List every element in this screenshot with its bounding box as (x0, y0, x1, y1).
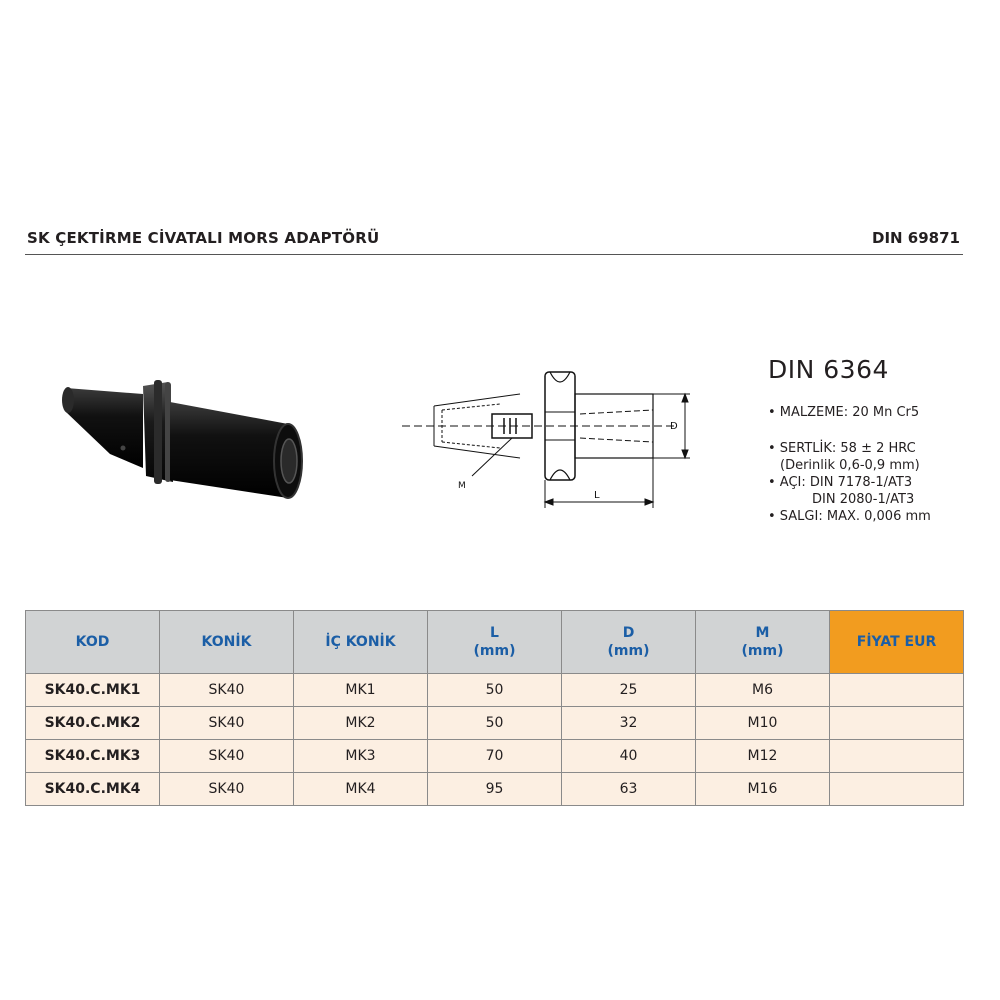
product-photo (62, 380, 303, 499)
cell-d: 63 (561, 772, 696, 806)
col-kod: KOD (25, 610, 160, 674)
col-d-unit: (mm) (607, 643, 650, 659)
cell-kod: SK40.C.MK4 (25, 772, 160, 806)
col-l-unit: (mm) (473, 643, 516, 659)
title-divider (25, 254, 963, 255)
cell-d: 40 (561, 739, 696, 773)
cell-kod: SK40.C.MK2 (25, 706, 160, 740)
spec-block: DIN 6364 • MALZEME: 20 Mn Cr5 • SERTLİK:… (768, 355, 993, 525)
table-row: SK40.C.MK1 SK40 MK1 50 25 M6 (25, 673, 964, 707)
spec-angle: • AÇI: DIN 7178-1/AT3 (768, 475, 913, 490)
drawing-label-d: D (670, 421, 678, 432)
cell-kod: SK40.C.MK1 (25, 673, 160, 707)
table-row: SK40.C.MK4 SK40 MK4 95 63 M16 (25, 772, 964, 806)
col-konik: KONİK (159, 610, 294, 674)
cell-m: M12 (695, 739, 830, 773)
cell-l: 50 (427, 673, 562, 707)
cell-m: M6 (695, 673, 830, 707)
col-d-label: D (622, 625, 635, 641)
standard-label: DIN 69871 (872, 229, 960, 247)
cell-konik: SK40 (159, 673, 294, 707)
drawing-label-m: M (458, 481, 466, 491)
technical-drawing: D L M (402, 371, 690, 508)
cell-d: 25 (561, 673, 696, 707)
cell-konik: SK40 (159, 739, 294, 773)
cell-konik: SK40 (159, 706, 294, 740)
table-row: SK40.C.MK3 SK40 MK3 70 40 M12 (25, 739, 964, 773)
col-m-label: M (755, 625, 770, 641)
cell-ic-konik: MK2 (293, 706, 428, 740)
col-l-label: L (490, 625, 499, 641)
spec-hardness: • SERTLİK: 58 ± 2 HRC (768, 441, 916, 456)
col-d: D (mm) (561, 610, 696, 674)
product-table: KOD KONİK İÇ KONİK L (mm) D (mm) M (mm) FİY… (25, 610, 964, 806)
cell-price (829, 739, 964, 773)
cell-l: 50 (427, 706, 562, 740)
cell-m: M16 (695, 772, 830, 806)
cell-price (829, 706, 964, 740)
cell-konik: SK40 (159, 772, 294, 806)
cell-l: 70 (427, 739, 562, 773)
col-l: L (mm) (427, 610, 562, 674)
spec-angle-2: DIN 2080-1/AT3 (812, 492, 915, 507)
cell-m: M10 (695, 706, 830, 740)
cell-l: 95 (427, 772, 562, 806)
cell-kod: SK40.C.MK3 (25, 739, 160, 773)
col-ic-konik: İÇ KONİK (293, 610, 428, 674)
col-m: M (mm) (695, 610, 830, 674)
col-m-unit: (mm) (741, 643, 784, 659)
spec-material: • MALZEME: 20 Mn Cr5 (768, 405, 920, 420)
cell-price (829, 772, 964, 806)
cell-ic-konik: MK3 (293, 739, 428, 773)
table-row: SK40.C.MK2 SK40 MK2 50 32 M10 (25, 706, 964, 740)
drawing-label-l: L (594, 490, 600, 501)
cell-price (829, 673, 964, 707)
cell-ic-konik: MK4 (293, 772, 428, 806)
spec-runout: • SALGI: MAX. 0,006 mm (768, 509, 931, 524)
page-title: SK ÇEKTİRME CİVATALI MORS ADAPTÖRÜ (27, 229, 380, 247)
table-header-row: KOD KONİK İÇ KONİK L (mm) D (mm) M (mm) FİY… (25, 610, 964, 674)
spec-title: DIN 6364 (768, 355, 889, 384)
cell-d: 32 (561, 706, 696, 740)
cell-ic-konik: MK1 (293, 673, 428, 707)
col-price: FİYAT EUR (829, 610, 964, 674)
spec-depth: (Derinlik 0,6-0,9 mm) (780, 458, 920, 473)
